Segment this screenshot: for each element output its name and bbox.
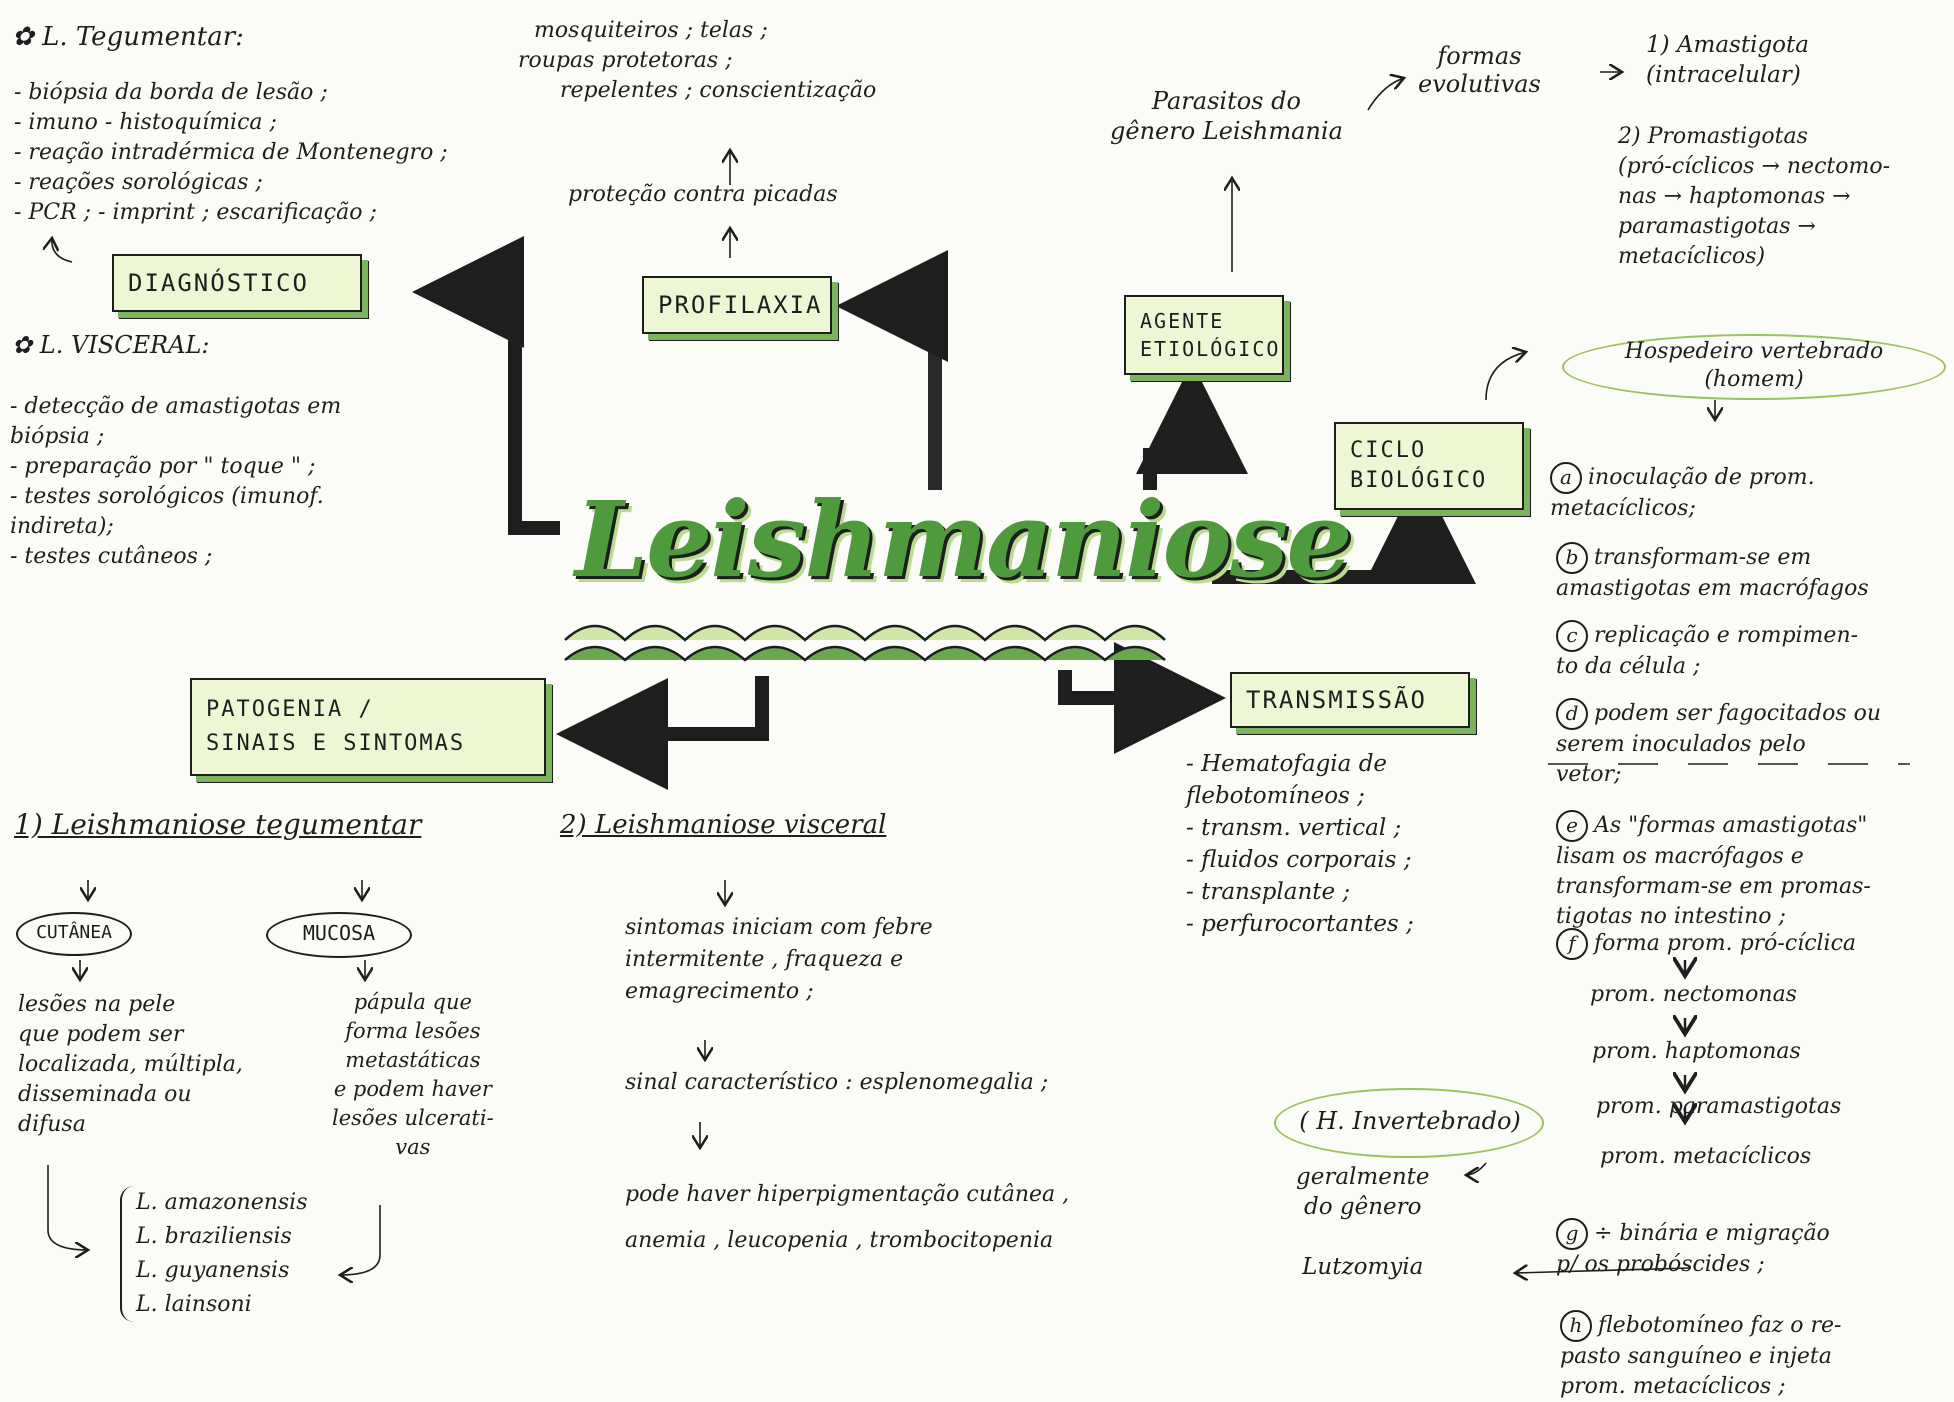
agente-parasitos: Parasitos do gênero Leishmania <box>1110 87 1343 145</box>
list-item: - transplante ; <box>1186 879 1351 905</box>
list-item: biópsia ; <box>10 424 105 449</box>
mucosa-oval <box>266 912 412 958</box>
list-item: - reações sorológicas ; <box>14 170 263 195</box>
agente-box: AGENTE ETIOLÓGICO <box>1124 295 1284 375</box>
prom-chain-3: prom. metacíclicos <box>1600 1144 1812 1169</box>
list-item: - perfurocortantes ; <box>1186 911 1414 937</box>
list-item: - testes sorológicos (imunof. <box>10 484 324 509</box>
ciclo-vertebrado: Hospedeiro vertebrado (homem) <box>1624 339 1884 392</box>
transmissao-box: TRANSMISSÃO <box>1230 672 1470 728</box>
vertebrado-oval <box>1562 334 1946 400</box>
list-item: roupas protetoras ; <box>518 48 733 73</box>
arrow-to-ciclo <box>1212 472 1476 584</box>
patogenia-teg-title: 1) Leishmaniose tegumentar <box>14 808 422 841</box>
visc-item-0: sintomas iniciam com febre intermitente … <box>625 915 933 1004</box>
species-list: L. amazonensis L. braziliensis L. guyane… <box>120 1186 308 1322</box>
list-item: L. amazonensis <box>136 1190 308 1215</box>
mucosa-label: MUCOSA <box>302 921 376 945</box>
invertebrado-oval <box>1274 1088 1544 1158</box>
list-item: L. lainsoni <box>136 1292 252 1317</box>
diagnostico-box: DIAGNÓSTICO <box>112 254 362 312</box>
list-item: - preparação por " toque " ; <box>10 454 316 479</box>
step-letter-e: e <box>1556 810 1588 842</box>
diagnostico-visc-heading: ✿ L. VISCERAL: <box>12 331 210 359</box>
patogenia-box: PATOGENIA / SINAIS E SINTOMAS <box>190 678 546 776</box>
ciclo-box: CICLO BIOLÓGICO <box>1334 422 1524 510</box>
list-item: repelentes ; conscientização <box>560 78 877 103</box>
step-letter-g: g <box>1556 1218 1588 1250</box>
diagnostico-visc-list: - detecção de amastigotas em biópsia ; -… <box>10 392 341 572</box>
step-letter-b: b <box>1556 542 1588 574</box>
step-letter-f: f <box>1556 928 1588 960</box>
ciclo-invertebrado: ( H. Invertebrado) <box>1299 1107 1521 1135</box>
step-letter-a: a <box>1550 462 1582 494</box>
agente-forma-2: 2) Promastigotas (pró-cíclicos → nectomo… <box>1618 124 1891 269</box>
step-letter-c: c <box>1556 620 1588 652</box>
list-item: - reação intradérmica de Montenegro ; <box>14 140 448 165</box>
list-item: - testes cutâneos ; <box>10 544 213 569</box>
list-item: - imuno - histoquímica ; <box>14 110 277 135</box>
arrow-to-diagnostico <box>412 236 560 535</box>
arrow-to-transmissao <box>1058 642 1226 754</box>
visc-item-1: sinal característico : esplenomegalia ; <box>625 1070 1049 1095</box>
list-item: indireta); <box>10 514 114 539</box>
list-item: flebotomíneos ; <box>1186 783 1365 809</box>
list-item: L. braziliensis <box>136 1224 292 1249</box>
prom-chain-1: prom. haptomonas <box>1592 1039 1801 1064</box>
profilaxia-list: mosquiteiros ; telas ; roupas protetoras… <box>518 16 876 106</box>
list-item: - PCR ; - imprint ; escarificação ; <box>14 200 377 225</box>
bullet-icon: ✿ <box>12 22 43 52</box>
central-title: Leishmaniose <box>575 478 1353 601</box>
list-item: - Hematofagia de <box>1186 751 1388 777</box>
mucosa-desc: pápula que forma lesões metastáticas e p… <box>332 990 494 1159</box>
patogenia-visc-title: 2) Leishmaniose visceral <box>560 810 887 840</box>
step-letter-d: d <box>1556 698 1588 730</box>
arrow-to-agente <box>1136 362 1248 490</box>
cutanea-oval <box>16 912 132 956</box>
cutanea-desc: lesões na pele que podem ser localizada,… <box>18 992 243 1137</box>
list-item: mosquiteiros ; telas ; <box>534 18 768 43</box>
prom-chain-2: prom. paramastigotas <box>1596 1094 1842 1119</box>
agente-forma-1: 1) Amastigota (intracelular) <box>1646 32 1809 88</box>
list-item: - fluidos corporais ; <box>1186 847 1412 873</box>
ciclo-inv-desc: geralmente do gênero Lutzomyia <box>1296 1164 1430 1280</box>
ciclo-step-g: g÷ binária e migração p/ os probóscides … <box>1556 1188 1830 1280</box>
title-wave <box>564 624 1166 642</box>
list-item: - transm. vertical ; <box>1186 815 1402 841</box>
arrow-to-patogenia <box>556 676 769 790</box>
cutanea-label: CUTÂNEA <box>36 922 112 943</box>
step-letter-h: h <box>1560 1310 1592 1342</box>
profilaxia-sub: proteção contra picadas <box>568 182 838 207</box>
transmissao-list: - Hematofagia de flebotomíneos ; - trans… <box>1186 748 1414 940</box>
diagnostico-teg-heading: ✿ L. Tegumentar: <box>12 22 244 52</box>
profilaxia-box: PROFILAXIA <box>642 276 832 334</box>
visc-item-2: pode haver hiperpigmentação cutânea , an… <box>625 1182 1070 1253</box>
arrow-to-profilaxia <box>836 250 948 490</box>
list-item: - biópsia da borda de lesão ; <box>14 80 328 105</box>
bullet-icon: ✿ <box>12 331 40 359</box>
diagnostico-teg-list: - biópsia da borda de lesão ; - imuno - … <box>14 78 448 228</box>
prom-chain-0: prom. nectomonas <box>1590 982 1797 1007</box>
list-item: - detecção de amastigotas em <box>10 394 342 419</box>
list-item: L. guyanensis <box>136 1258 290 1283</box>
agente-formas: formas evolutivas <box>1418 42 1541 98</box>
